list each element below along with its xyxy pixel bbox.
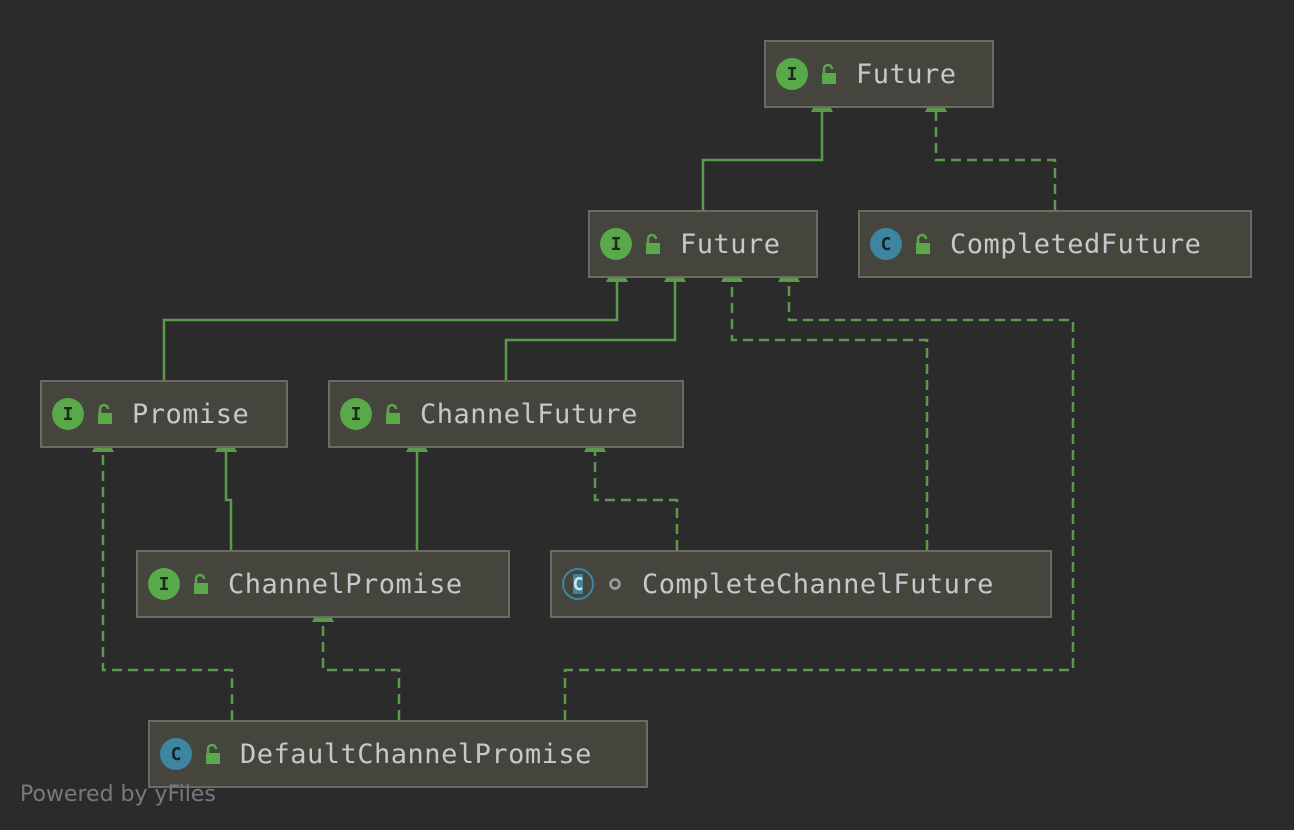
public-lock-icon: [646, 233, 660, 254]
edge-channelpromise-extends-promise: [215, 431, 237, 550]
edge-completechannelfuture-implements-future: [721, 261, 929, 550]
node-future-root[interactable]: I Future: [764, 40, 994, 108]
node-channel-promise[interactable]: I ChannelPromise: [136, 550, 510, 618]
node-label: CompletedFuture: [950, 228, 1202, 260]
node-promise[interactable]: I Promise: [40, 380, 288, 448]
powered-by-footer: Powered by yFiles: [20, 782, 216, 807]
public-lock-icon: [916, 233, 930, 254]
node-completed-future[interactable]: C CompletedFuture: [858, 210, 1252, 278]
interface-icon: I: [600, 228, 632, 260]
node-label: ChannelPromise: [228, 568, 463, 600]
package-private-icon: [609, 578, 621, 590]
abstract-class-icon: C: [562, 568, 594, 600]
class-icon: C: [160, 738, 192, 770]
public-lock-icon: [98, 403, 112, 424]
public-lock-icon: [822, 63, 836, 84]
node-channel-future[interactable]: I ChannelFuture: [328, 380, 684, 448]
node-complete-channel-future[interactable]: C CompleteChannelFuture: [550, 550, 1052, 618]
public-lock-icon: [386, 403, 400, 424]
edge-promise-extends-future: [162, 261, 628, 380]
interface-icon: I: [776, 58, 808, 90]
edge-defaultchannelpromise-implements-future: [563, 261, 1075, 720]
edge-completedfuture-implements-future-root: [925, 91, 1057, 210]
edge-channelfuture-extends-future: [504, 261, 686, 380]
edge-defaultchannelpromise-implements-promise: [92, 431, 234, 720]
edge-future-extends-future-root: [701, 91, 833, 210]
edge-defaultchannelpromise-implements-channelpromise: [312, 601, 401, 720]
node-label: Promise: [132, 398, 250, 430]
public-lock-icon: [206, 743, 220, 764]
interface-icon: I: [52, 398, 84, 430]
node-label: Future: [680, 228, 781, 260]
node-label: ChannelFuture: [420, 398, 638, 430]
class-icon: C: [870, 228, 902, 260]
node-label: CompleteChannelFuture: [642, 568, 994, 600]
node-default-channel-promise[interactable]: C DefaultChannelPromise: [148, 720, 648, 788]
node-label: DefaultChannelPromise: [240, 738, 592, 770]
public-lock-icon: [194, 573, 208, 594]
interface-icon: I: [148, 568, 180, 600]
interface-icon: I: [340, 398, 372, 430]
node-future-netty[interactable]: I Future: [588, 210, 818, 278]
node-label: Future: [856, 58, 957, 90]
edge-completechannelfuture-implements-channelfuture: [584, 431, 679, 550]
